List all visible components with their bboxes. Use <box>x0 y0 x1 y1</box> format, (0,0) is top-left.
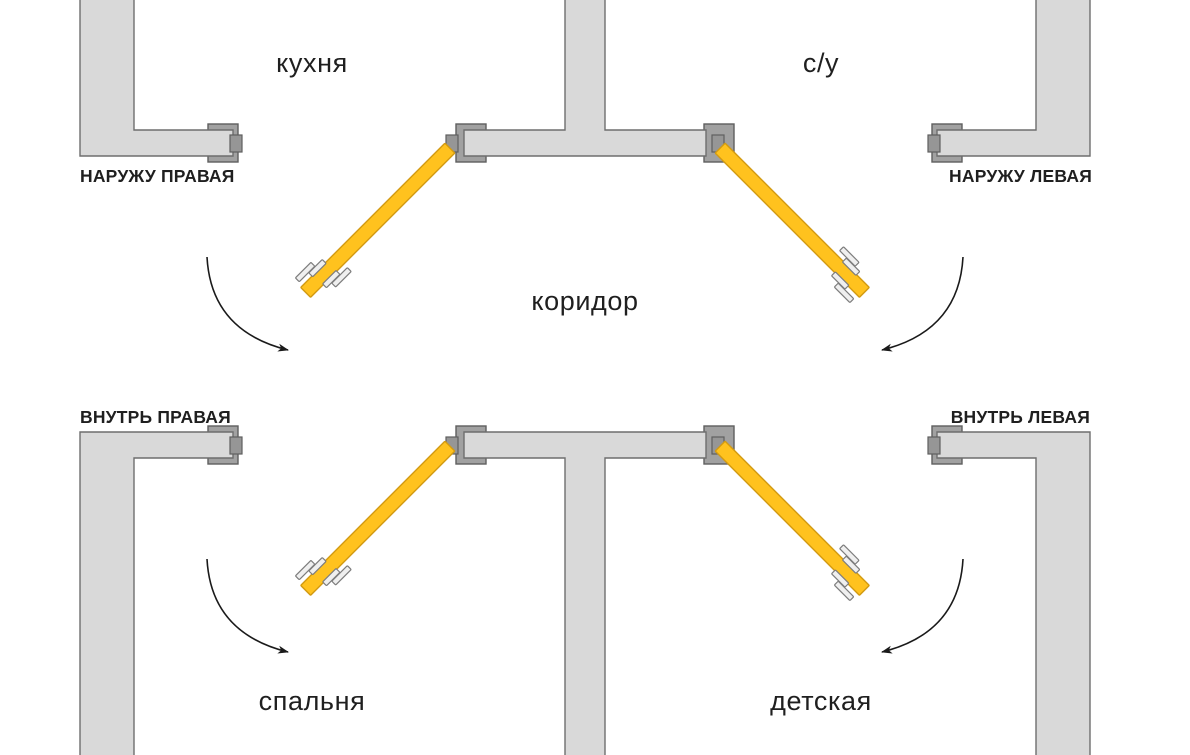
door-leaf-outward-left <box>714 142 876 304</box>
door-pivot-bottom-right-outer <box>927 436 941 455</box>
door-panel-outward-right <box>300 142 456 298</box>
room-label-bathroom: с/у <box>803 48 839 78</box>
room-label-kitchen: кухня <box>276 48 348 78</box>
door-pivot-top-right-outer <box>927 134 941 153</box>
wall-bottom-right <box>936 431 1091 755</box>
door-pivot-top-left-outer <box>229 134 243 153</box>
swing-arrows <box>206 256 964 654</box>
wall-top-center <box>463 0 707 157</box>
room-label-corridor: коридор <box>531 286 638 316</box>
door-panel-outward-left <box>714 142 870 298</box>
door-type-label-inward-right: ВНУТРЬ ПРАВАЯ <box>80 407 231 427</box>
door-leaf-outward-right <box>294 142 456 304</box>
door-type-label-outward-right: НАРУЖУ ПРАВАЯ <box>80 166 235 186</box>
swing-arrow-outward-left <box>881 256 964 352</box>
room-label-bedroom: спальня <box>259 686 366 716</box>
door-leaf-inward-left <box>714 440 876 602</box>
wall-bottom-center <box>463 431 707 755</box>
swing-arrow-inward-right <box>206 558 289 654</box>
wall-bottom-left <box>79 431 234 755</box>
walls <box>79 0 1091 755</box>
swing-arrow-outward-right <box>206 256 289 352</box>
door-panel-inward-left <box>714 440 870 596</box>
door-type-label-inward-left: ВНУТРЬ ЛЕВАЯ <box>951 407 1090 427</box>
door-type-label-outward-left: НАРУЖУ ЛЕВАЯ <box>949 166 1092 186</box>
door-leaves <box>294 142 876 602</box>
wall-top-left <box>79 0 234 157</box>
swing-arrow-inward-left <box>881 558 964 654</box>
room-labels: кухня с/у коридор спальня детская <box>259 48 872 716</box>
door-panel-inward-right <box>300 440 456 596</box>
door-pivot-bottom-left-outer <box>229 436 243 455</box>
room-label-nursery: детская <box>770 686 872 716</box>
door-type-labels: НАРУЖУ ПРАВАЯ НАРУЖУ ЛЕВАЯ ВНУТРЬ ПРАВАЯ… <box>80 166 1092 427</box>
wall-top-right <box>936 0 1091 157</box>
door-leaf-inward-right <box>294 440 456 602</box>
